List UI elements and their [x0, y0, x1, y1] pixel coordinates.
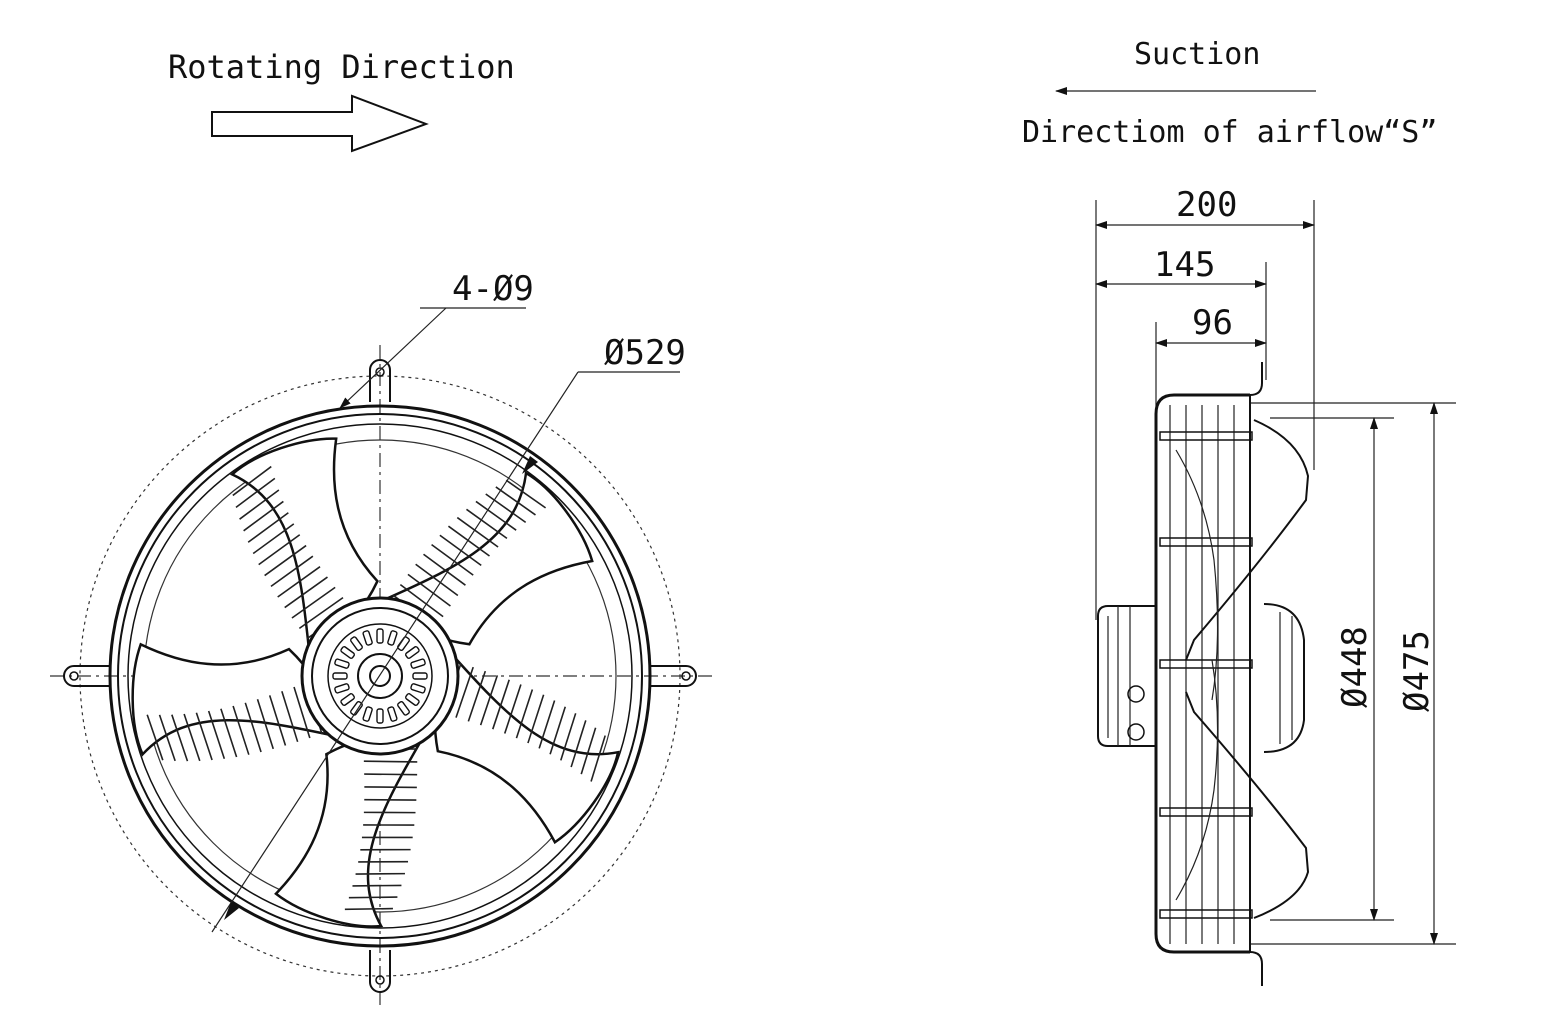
rotor-fin: [362, 706, 373, 722]
side-view: Suction Directiom of airflow“S” 200 145 …: [1022, 37, 1456, 986]
rotor-fin: [334, 683, 350, 694]
rotor-fin: [387, 630, 398, 646]
rotating-direction-label: Rotating Direction: [168, 48, 515, 86]
rotor-fin: [332, 672, 348, 680]
rotor-fin: [362, 630, 373, 646]
shaft: [369, 665, 391, 687]
guard-frame: [1154, 362, 1263, 986]
guard-ring-inner: [127, 423, 633, 929]
rotor-fin: [405, 693, 420, 706]
mounting-holes-label: 4-Ø9: [452, 269, 534, 309]
rotor-fin: [340, 693, 355, 706]
mounting-lug-right: [650, 665, 697, 687]
rotor-fin: [412, 672, 428, 680]
rotor-fin: [340, 646, 355, 659]
diameter-arrow-bottom: [224, 902, 239, 920]
dim-448-label: Ø448: [1335, 626, 1375, 708]
mounting-lug-bottom: [369, 950, 391, 993]
dim-145-label: 145: [1154, 245, 1215, 285]
diameter-arrow-top: [522, 456, 538, 474]
outer-diameter-label: Ø529: [604, 333, 686, 373]
dim-200-label: 200: [1176, 185, 1237, 225]
rotor-fins: [332, 628, 428, 724]
holes-leader-line: [339, 307, 447, 409]
motor-housing: [1097, 605, 1156, 747]
rotating-direction-arrow-icon: [211, 94, 429, 153]
front-view: Rotating Direction: [50, 48, 712, 1005]
airflow-direction-label: Directiom of airflow“S”: [1022, 115, 1437, 150]
rotor-fin: [405, 646, 420, 659]
rotor-fin: [376, 708, 384, 724]
rotor-fin: [410, 683, 426, 694]
rotor-fin: [387, 706, 398, 722]
rotor-fin: [334, 658, 350, 669]
mounting-lug-left: [63, 665, 110, 687]
rotor-fin: [397, 701, 410, 716]
rotor-fin: [410, 658, 426, 669]
hub-ring: [311, 607, 449, 745]
blade-profile: [1175, 419, 1310, 919]
suction-label: Suction: [1134, 37, 1260, 72]
rotor-fin: [376, 628, 384, 644]
rotor-fin: [350, 701, 363, 716]
guard-ring-mid: [117, 413, 643, 939]
dim-475-label: Ø475: [1397, 630, 1437, 712]
mounting-lug-top: [369, 359, 391, 402]
motor-rotor: [327, 623, 433, 729]
guard-ring-outer: [108, 404, 652, 948]
diameter-leader-line: [211, 371, 579, 933]
blade: [363, 471, 594, 646]
dim-96-label: 96: [1192, 303, 1233, 343]
rotor-fin: [350, 636, 363, 651]
